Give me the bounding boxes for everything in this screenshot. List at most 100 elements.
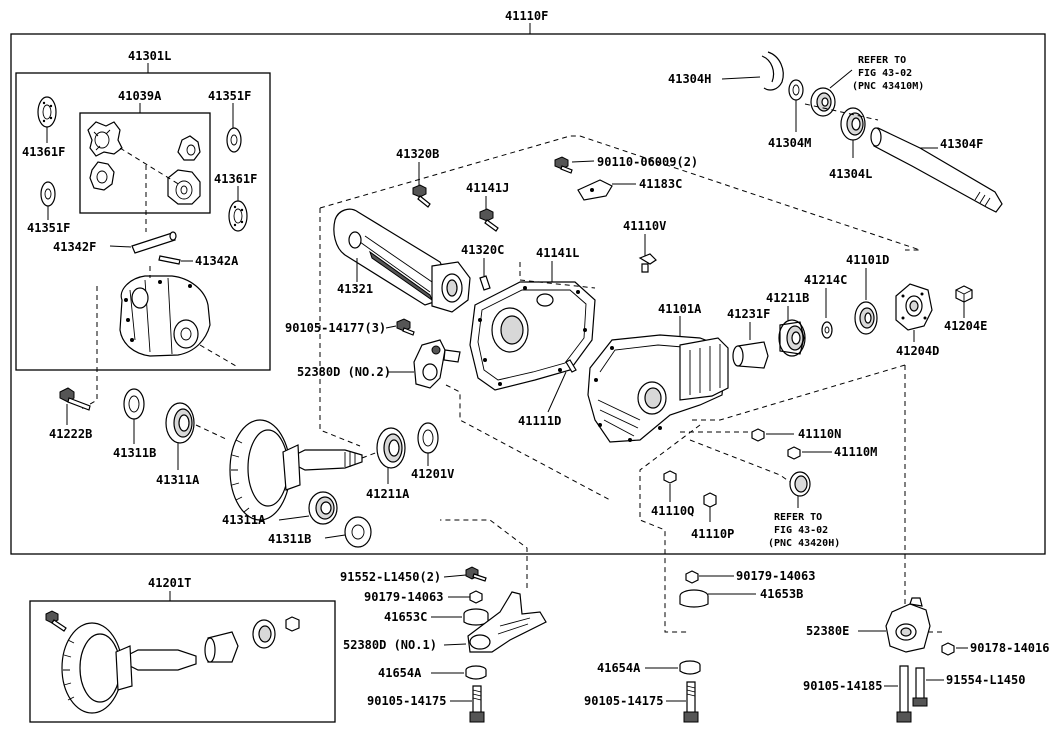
label-41321: 41321 <box>337 282 373 296</box>
bolt-41141J-icon <box>479 208 499 232</box>
shim-41311B-lower-icon <box>344 516 372 548</box>
side-gear-top-icon <box>177 135 201 161</box>
drive-pinion-icon <box>282 444 363 491</box>
main-assembly-frame <box>10 33 1046 555</box>
label-91552-L1450: 91552-L1450(2) <box>340 570 441 584</box>
label-41101D: 41101D <box>846 253 889 267</box>
label-90178-14016: 90178-14016 <box>970 641 1049 655</box>
label-90105-14185: 90105-14185 <box>803 679 882 693</box>
label-41110V: 41110V <box>623 219 666 233</box>
label-41204E: 41204E <box>944 319 987 333</box>
label-41110F: 41110F <box>505 9 548 23</box>
washer-41351F-icon <box>40 181 56 207</box>
label-41141L: 41141L <box>536 246 579 260</box>
label-41301L: 41301L <box>128 49 171 63</box>
kit-seal-icon <box>252 619 276 649</box>
pin-41111D-icon <box>565 359 577 373</box>
bearing-41311A-icon <box>165 402 195 444</box>
bearing-41211A-icon <box>376 427 406 469</box>
axle-tube-41321-icon <box>333 208 471 313</box>
label-41351F-b: 41351F <box>27 221 70 235</box>
bearing-41211B-icon <box>778 319 806 357</box>
shim-41311B-icon <box>123 388 145 420</box>
label-41304L: 41304L <box>829 167 872 181</box>
plug-41110P-icon <box>703 492 717 508</box>
label-90105-14175-a: 90105-14175 <box>367 694 446 708</box>
label-41039A: 41039A <box>118 89 162 103</box>
bolt-90110-06009-icon <box>554 156 573 174</box>
bolt-90105-14177-icon <box>396 318 415 336</box>
label-41214C: 41214C <box>804 273 847 287</box>
kit-drive-pinion-icon <box>115 645 197 691</box>
washer-41361F-right-icon <box>228 200 248 232</box>
pin-41320C-icon <box>479 275 491 291</box>
refer-bottom-line2: FIG 43-02 <box>774 525 828 536</box>
mount-bracket-52380D-2-icon <box>413 339 461 389</box>
refer-top-line2: FIG 43-02 <box>858 68 912 79</box>
carrier-cover-41141L-icon <box>469 281 596 391</box>
label-41654A-b: 41654A <box>597 661 641 675</box>
label-41141J: 41141J <box>466 181 509 195</box>
bolt-91552-L1450-icon <box>465 566 487 582</box>
label-41111D: 41111D <box>518 414 561 428</box>
pinion-gear-kit-frame <box>79 112 211 214</box>
bolt-90105-14185-icon <box>896 665 912 723</box>
label-52380D-1: 52380D (NO.1) <box>343 638 437 652</box>
label-52380D-2: 52380D (NO.2) <box>297 365 391 379</box>
kit-bolt-icon <box>45 610 67 632</box>
bolt-41320B-icon <box>412 184 431 208</box>
bearing-41311A-lower-icon <box>308 491 338 525</box>
cushion-41654A-a-icon <box>465 665 487 680</box>
label-41311B-b: 41311B <box>268 532 311 546</box>
label-41110M: 41110M <box>834 445 877 459</box>
washer-41214C-icon <box>821 321 833 339</box>
refer-bottom-line1: REFER TO <box>774 512 822 523</box>
differential-case-frame <box>15 72 271 371</box>
label-41653C: 41653C <box>384 610 427 624</box>
label-41304F: 41304F <box>940 137 983 151</box>
label-91554-L1450: 91554-L1450 <box>946 673 1025 687</box>
ring-pinion-kit-frame <box>29 600 336 723</box>
label-41201T: 41201T <box>148 576 191 590</box>
label-41320B: 41320B <box>396 147 439 161</box>
cushion-41653C-icon <box>463 608 489 626</box>
bolt-91554-L1450-icon <box>912 667 928 707</box>
label-41304H: 41304H <box>668 72 711 86</box>
label-41342A: 41342A <box>195 254 239 268</box>
label-41201V: 41201V <box>411 467 454 481</box>
label-41311A-a: 41311A <box>156 473 200 487</box>
label-41183C: 41183C <box>639 177 682 191</box>
cushion-41654A-b-icon <box>679 660 701 675</box>
ring-gear-icon <box>229 419 291 521</box>
pin-41342A-icon <box>158 255 181 265</box>
oil-seal-41101D-icon <box>854 301 878 335</box>
companion-flange-41204D-icon <box>895 283 933 331</box>
label-41320C: 41320C <box>461 243 504 257</box>
kit-ring-gear-icon <box>61 622 123 714</box>
side-gear-bottom-icon <box>167 169 201 205</box>
spacer-41231F-icon <box>732 341 769 369</box>
pinion-shaft-41342F-icon <box>131 231 177 254</box>
label-41342F: 41342F <box>53 240 96 254</box>
label-41110Q: 41110Q <box>651 504 694 518</box>
label-90179-14063-a: 90179-14063 <box>364 590 443 604</box>
bolt-90105-14175-b-icon <box>683 681 699 723</box>
label-41304M: 41304M <box>768 136 811 150</box>
refer-top-line3: (PNC 43410M) <box>852 81 924 92</box>
label-41654A-a: 41654A <box>378 666 422 680</box>
label-41361F-b: 41361F <box>214 172 257 186</box>
washer-41361F-icon <box>37 96 57 128</box>
snap-ring-41304H-icon <box>761 51 784 91</box>
label-41211A: 41211A <box>366 487 410 501</box>
label-41110N: 41110N <box>798 427 841 441</box>
axle-shaft-41304F-icon <box>870 127 1003 213</box>
nut-41110Q-icon <box>663 470 677 484</box>
carrier-housing-41101A-icon <box>587 334 729 443</box>
label-90105-14177: 90105-14177(3) <box>285 321 386 335</box>
label-41351F-a: 41351F <box>208 89 251 103</box>
label-52380E: 52380E <box>806 624 849 638</box>
kit-bearing-icon <box>204 631 239 663</box>
nut-90179-14063-a-icon <box>469 590 483 604</box>
label-41653B: 41653B <box>760 587 803 601</box>
label-41222B: 41222B <box>49 427 92 441</box>
